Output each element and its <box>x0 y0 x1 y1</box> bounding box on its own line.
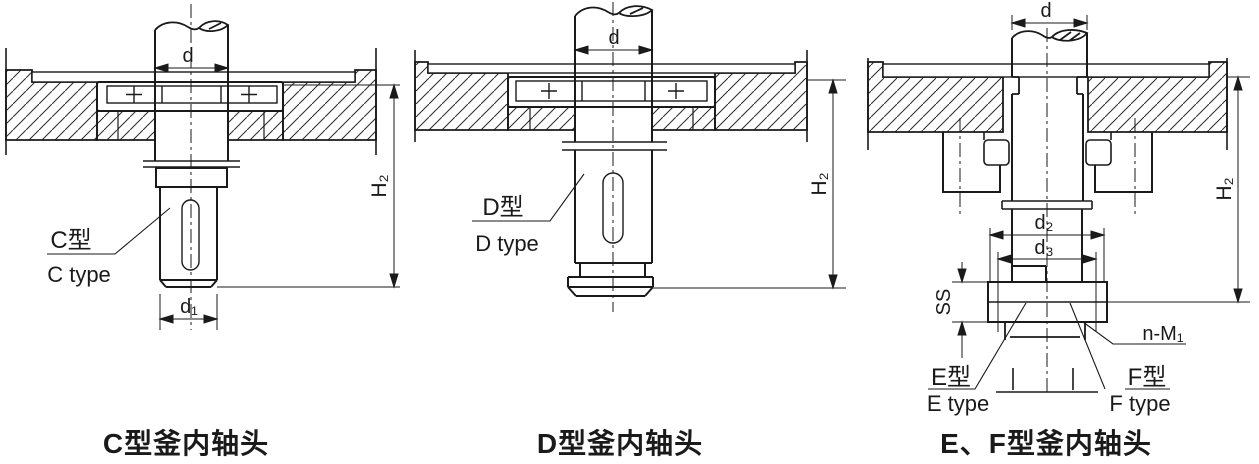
boss-center-lines <box>959 118 1136 215</box>
dim-label-d-c: d <box>182 45 193 67</box>
shaft-inner <box>1011 94 1084 201</box>
f-type-label-en: F type <box>1109 391 1170 416</box>
dimension-h2 <box>1107 75 1250 304</box>
caption-d: D型釜内轴头 <box>537 427 703 459</box>
shaft-stub <box>1011 33 1088 77</box>
dimension-h2 <box>653 78 846 290</box>
collar <box>562 141 667 151</box>
dim-label-d2: d₂ <box>1035 212 1054 234</box>
e-type-label-zh: E型 <box>931 364 971 391</box>
c-type-label-zh: C型 <box>50 227 91 254</box>
bearing-boss-left <box>942 132 1010 193</box>
dim-label-h2-ef: H₂ <box>1213 177 1236 200</box>
drawing-c-type <box>5 4 400 330</box>
coupling-plate <box>96 81 284 112</box>
d-type-leader <box>472 173 585 222</box>
dimension-d <box>1010 15 1089 30</box>
dimension-d2 <box>988 228 1106 283</box>
bearing-boss-right <box>1085 132 1153 193</box>
dim-label-d-d: d <box>608 27 619 49</box>
e-type-leader <box>928 302 1027 390</box>
dim-label-h2-d: H₂ <box>808 172 831 195</box>
shaft-shoulder <box>1012 76 1087 95</box>
shaft-break-curve <box>154 21 200 31</box>
f-type-label-zh: F型 <box>1128 364 1167 391</box>
drawing-d-type <box>414 2 846 312</box>
cover-plate <box>882 63 1210 78</box>
shaft-upper <box>574 10 653 142</box>
c-type-label-en: C type <box>47 262 111 287</box>
d-type-label-zh: D型 <box>482 194 523 221</box>
spigot-flange <box>567 263 654 297</box>
dim-label-d-ef: d <box>1040 0 1051 22</box>
n-m1-leader <box>1082 321 1186 345</box>
bolt-cross-marks <box>541 83 684 99</box>
hub-block <box>155 167 228 188</box>
hub-below-flange <box>1004 322 1086 340</box>
cover-plate <box>31 71 356 83</box>
bolt-cross-marks <box>126 86 257 103</box>
cover-plate <box>427 63 796 74</box>
shaft-lower <box>1011 209 1083 282</box>
dimension-ss <box>952 262 988 358</box>
e-type-label-en: E type <box>927 391 989 416</box>
dim-label-n-m1: n-M₁ <box>1142 323 1183 345</box>
f-type-leader <box>1069 302 1170 390</box>
stub-shaft <box>159 187 218 288</box>
dim-label-d3: d₃ <box>1034 237 1053 259</box>
hatched-head-section <box>867 61 1228 133</box>
bolt-hole-center-lines <box>997 252 1097 332</box>
shaft-upper <box>154 25 229 161</box>
dimension-d <box>573 45 654 55</box>
dim-label-ss: SS <box>933 289 955 316</box>
dim-label-h2-c: H₂ <box>368 174 391 197</box>
d-type-label-en: D type <box>475 231 539 256</box>
shaft-break-curve <box>1011 30 1053 39</box>
dim-label-d1: d₁ <box>180 296 198 318</box>
dimension-d <box>153 63 230 73</box>
caption-ef: E、F型釜内轴头 <box>940 427 1152 459</box>
dimension-d3 <box>996 254 1098 264</box>
drawing-ef-type <box>867 15 1250 395</box>
c-type-leader <box>47 207 171 255</box>
dimension-d1 <box>158 294 219 330</box>
coupling-plate <box>507 76 716 108</box>
caption-c: C型釜内轴头 <box>103 427 269 459</box>
shaft-break-curve <box>574 6 620 17</box>
dimension-h2 <box>217 83 400 289</box>
